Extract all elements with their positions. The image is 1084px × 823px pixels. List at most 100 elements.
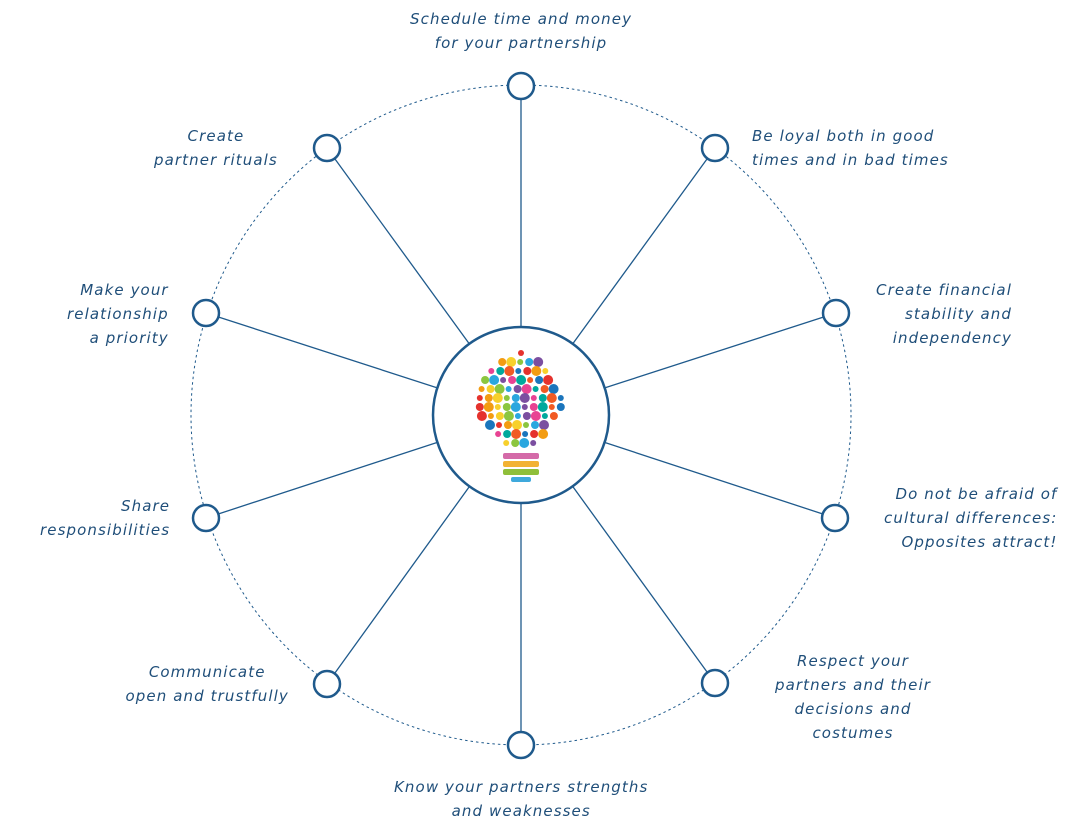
gear-dot xyxy=(525,358,534,366)
spoke-label-line: Create financial xyxy=(876,281,1012,299)
gear-dot xyxy=(527,377,534,383)
gear-dot xyxy=(539,420,549,430)
gear-dot xyxy=(484,394,493,402)
spoke-label-line: open and trustfully xyxy=(125,687,289,705)
gear-dot xyxy=(511,439,520,447)
gear-dot xyxy=(495,431,502,437)
gear-dot xyxy=(506,357,517,367)
gear-dot xyxy=(521,404,528,410)
spoke-label-left-lower: Share responsibilities xyxy=(40,494,170,542)
gear-dot xyxy=(496,422,502,428)
spoke-label-line: Communicate xyxy=(148,663,266,681)
gear-dot xyxy=(530,430,539,438)
spoke-label-line: partner rituals xyxy=(154,151,278,169)
spoke-label-line: relationship xyxy=(67,305,169,323)
gear-dot xyxy=(522,412,531,420)
spoke-label-line: times and in bad times xyxy=(752,151,949,169)
spoke-label-line: responsibilities xyxy=(40,521,171,539)
spoke-label-line: Opposites attract! xyxy=(901,533,1058,551)
gear-dot xyxy=(498,358,507,366)
gear-dot xyxy=(487,413,494,419)
spoke-node-upper-right xyxy=(700,133,730,163)
gear-dot xyxy=(503,430,512,438)
gear-dot xyxy=(475,403,484,411)
gear-dot xyxy=(557,395,564,401)
gear-dot xyxy=(523,367,532,375)
spoke-label-line: Know your partners strengths xyxy=(394,778,649,796)
gear-dot xyxy=(500,377,507,383)
gear-dot xyxy=(476,395,483,401)
gear-dot xyxy=(494,384,505,394)
spoke-node-upper-left xyxy=(312,133,342,163)
spoke-label-line: Make your xyxy=(80,281,169,299)
spoke-node-bottom xyxy=(506,730,536,760)
gear-dot xyxy=(478,386,485,392)
spoke-label-line: partners and their xyxy=(775,676,931,694)
gear-dot xyxy=(523,422,529,428)
spoke-label-line: cultural differences: xyxy=(884,509,1058,527)
gear-dot xyxy=(543,375,554,385)
spoke-node-left-upper xyxy=(191,298,221,328)
spoke-node-right-upper xyxy=(821,298,851,328)
gear-dot xyxy=(538,429,549,439)
gear-dot xyxy=(517,359,524,365)
gear-dot xyxy=(492,393,503,403)
gear-dot xyxy=(546,393,557,403)
spoke-label-right-lower: Do not be afraid of cultural differences:… xyxy=(884,482,1057,554)
gear-dot xyxy=(505,386,512,392)
spoke-label-line: independency xyxy=(892,329,1012,347)
spoke-label-line: Share xyxy=(121,497,171,515)
gear-dot xyxy=(481,376,490,384)
spoke-node-lower-right xyxy=(700,668,730,698)
gear-dot xyxy=(519,438,530,448)
spoke-label-line: Schedule time and money xyxy=(410,10,633,28)
gear-dot xyxy=(488,368,495,374)
spoke-label-line: and weaknesses xyxy=(451,802,591,820)
gear-dot xyxy=(514,413,521,419)
gear-dot xyxy=(512,420,522,430)
gear-dot xyxy=(548,384,559,394)
spoke-node-left-lower xyxy=(191,503,221,533)
gear-dot xyxy=(518,350,524,356)
gear-dot xyxy=(510,402,521,412)
gear-dot xyxy=(513,385,522,393)
spoke-label-line: Create xyxy=(187,127,245,145)
spoke-label-left-upper: Make your relationship a priority xyxy=(67,278,169,350)
gear-dot xyxy=(516,375,527,385)
gear-dot xyxy=(541,413,548,419)
gear-dot xyxy=(503,395,510,401)
gear-dot xyxy=(548,404,555,410)
gear-dot xyxy=(531,366,542,376)
spoke-label-upper-left: Create partner rituals xyxy=(154,124,278,172)
spoke-label-line: Do not be afraid of xyxy=(895,485,1058,503)
gear-dot xyxy=(529,403,538,411)
gear-dot xyxy=(530,395,537,401)
spoke-label-bottom: Know your partners strengths and weakness… xyxy=(394,775,648,823)
gear-dot xyxy=(503,411,514,421)
gear-dot xyxy=(519,393,530,403)
spoke-label-line: decisions and xyxy=(794,700,912,718)
gear-dot xyxy=(530,411,541,421)
gear-dot xyxy=(538,394,547,402)
gear-dot xyxy=(549,412,558,420)
gear-dot xyxy=(530,440,537,446)
gear-dot xyxy=(504,421,512,429)
gear-dot xyxy=(485,420,495,430)
gear-dot xyxy=(540,385,549,393)
gear-dot xyxy=(533,357,544,367)
gear-dot xyxy=(476,411,487,421)
gear-dot xyxy=(489,375,500,385)
gear-dot xyxy=(502,403,511,411)
gear-dot xyxy=(486,385,495,393)
gear-dot xyxy=(503,440,510,446)
spoke-label-line: a priority xyxy=(89,329,169,347)
spoke-node-top xyxy=(506,71,536,101)
gear-dot xyxy=(494,404,501,410)
spoke-label-lower-left: Communicate open and trustfully xyxy=(126,660,289,708)
